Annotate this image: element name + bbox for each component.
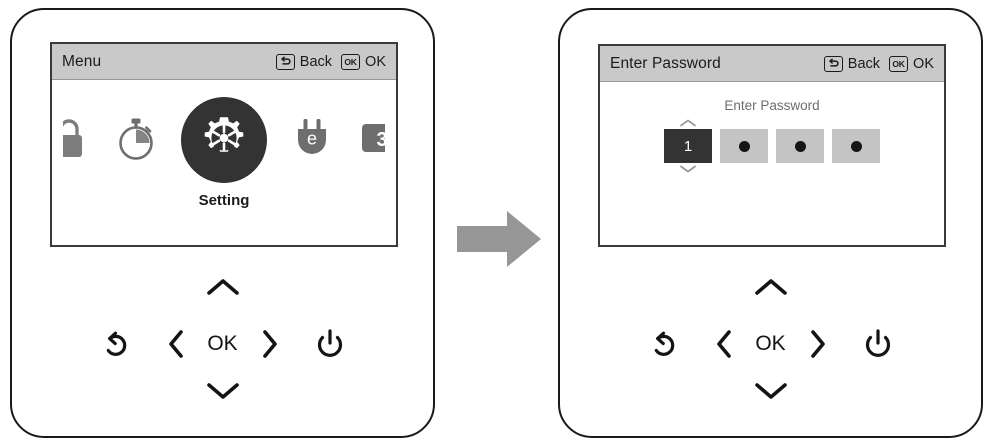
ok-action[interactable]: OK OK [889, 55, 934, 72]
password-prompt: Enter Password [724, 98, 820, 113]
keypad: OK [560, 270, 981, 420]
chevron-up-icon[interactable] [678, 117, 698, 129]
back-icon [275, 53, 295, 70]
back-label: Back [847, 55, 881, 72]
screen-header: Menu Back OK OK [52, 44, 396, 80]
key-up[interactable] [560, 276, 981, 298]
password-cell-3[interactable] [776, 129, 824, 163]
right-arrow-icon [455, 208, 543, 270]
key-back[interactable] [649, 329, 679, 359]
carousel-selected-label: Setting [198, 192, 250, 209]
screen-body: e 3 Setting [52, 80, 396, 245]
screen-header: Enter Password Back OK OK [600, 46, 944, 82]
key-left[interactable] [713, 328, 735, 360]
password-cells: 1 [664, 117, 880, 175]
back-icon [823, 55, 843, 72]
chevron-down-icon[interactable] [678, 163, 698, 175]
ok-key-icon: OK [889, 55, 909, 72]
key-power[interactable] [863, 328, 893, 360]
carousel-item-setting[interactable] [175, 97, 273, 183]
ok-key-icon: OK [341, 53, 361, 70]
ok-label: OK [365, 53, 386, 70]
password-cell-1[interactable]: 1 [664, 129, 712, 163]
menu-carousel[interactable]: e 3 [52, 86, 396, 194]
gear-icon [199, 113, 249, 168]
carousel-item-plug[interactable]: e [273, 113, 351, 168]
ok-action[interactable]: OK OK [341, 53, 386, 70]
lcd-screen-password: Enter Password Back OK OK [598, 44, 946, 247]
page-title: Menu [62, 52, 102, 70]
plug-e-icon: e [290, 113, 334, 168]
password-cell-2[interactable] [720, 129, 768, 163]
carousel-item-timer[interactable] [97, 113, 175, 168]
back-action[interactable]: Back [275, 53, 333, 70]
lcd-screen-menu: Menu Back OK OK [50, 42, 398, 247]
page-title: Enter Password [610, 54, 721, 72]
key-left[interactable] [165, 328, 187, 360]
password-cell-2-group [720, 117, 768, 175]
ok-label: OK [913, 55, 934, 72]
password-entry: Enter Password 1 [600, 98, 944, 175]
carousel-item-number[interactable]: 3 [351, 116, 385, 165]
lock-icon [63, 116, 87, 165]
mask-dot-icon [850, 140, 862, 152]
key-ok[interactable]: OK [755, 332, 786, 355]
key-right[interactable] [259, 328, 281, 360]
header-actions: Back OK OK [823, 55, 934, 72]
mask-dot-icon [738, 140, 750, 152]
password-cell-4-group [832, 117, 880, 175]
selected-indicator [181, 97, 267, 183]
back-action[interactable]: Back [823, 55, 881, 72]
password-cell-3-group [776, 117, 824, 175]
key-right[interactable] [807, 328, 829, 360]
device-password: Enter Password Back OK OK [558, 8, 983, 438]
number-3-icon: 3 [360, 116, 385, 165]
keypad-row: OK [12, 328, 433, 360]
key-down[interactable] [12, 380, 433, 402]
password-cell-1-group: 1 [664, 117, 712, 175]
keypad: OK [12, 270, 433, 420]
svg-text:e: e [307, 128, 317, 148]
password-cell-4[interactable] [832, 129, 880, 163]
timer-icon [113, 113, 159, 168]
header-actions: Back OK OK [275, 53, 386, 70]
svg-text:3: 3 [376, 129, 385, 151]
key-down[interactable] [560, 380, 981, 402]
key-ok[interactable]: OK [207, 332, 238, 355]
back-label: Back [299, 53, 333, 70]
mask-dot-icon [794, 140, 806, 152]
key-power[interactable] [315, 328, 345, 360]
screen-body: Enter Password 1 [600, 82, 944, 245]
device-menu: Menu Back OK OK [10, 8, 435, 438]
carousel-item-lock[interactable] [63, 116, 97, 165]
key-back[interactable] [101, 329, 131, 359]
key-up[interactable] [12, 276, 433, 298]
keypad-row: OK [560, 328, 981, 360]
